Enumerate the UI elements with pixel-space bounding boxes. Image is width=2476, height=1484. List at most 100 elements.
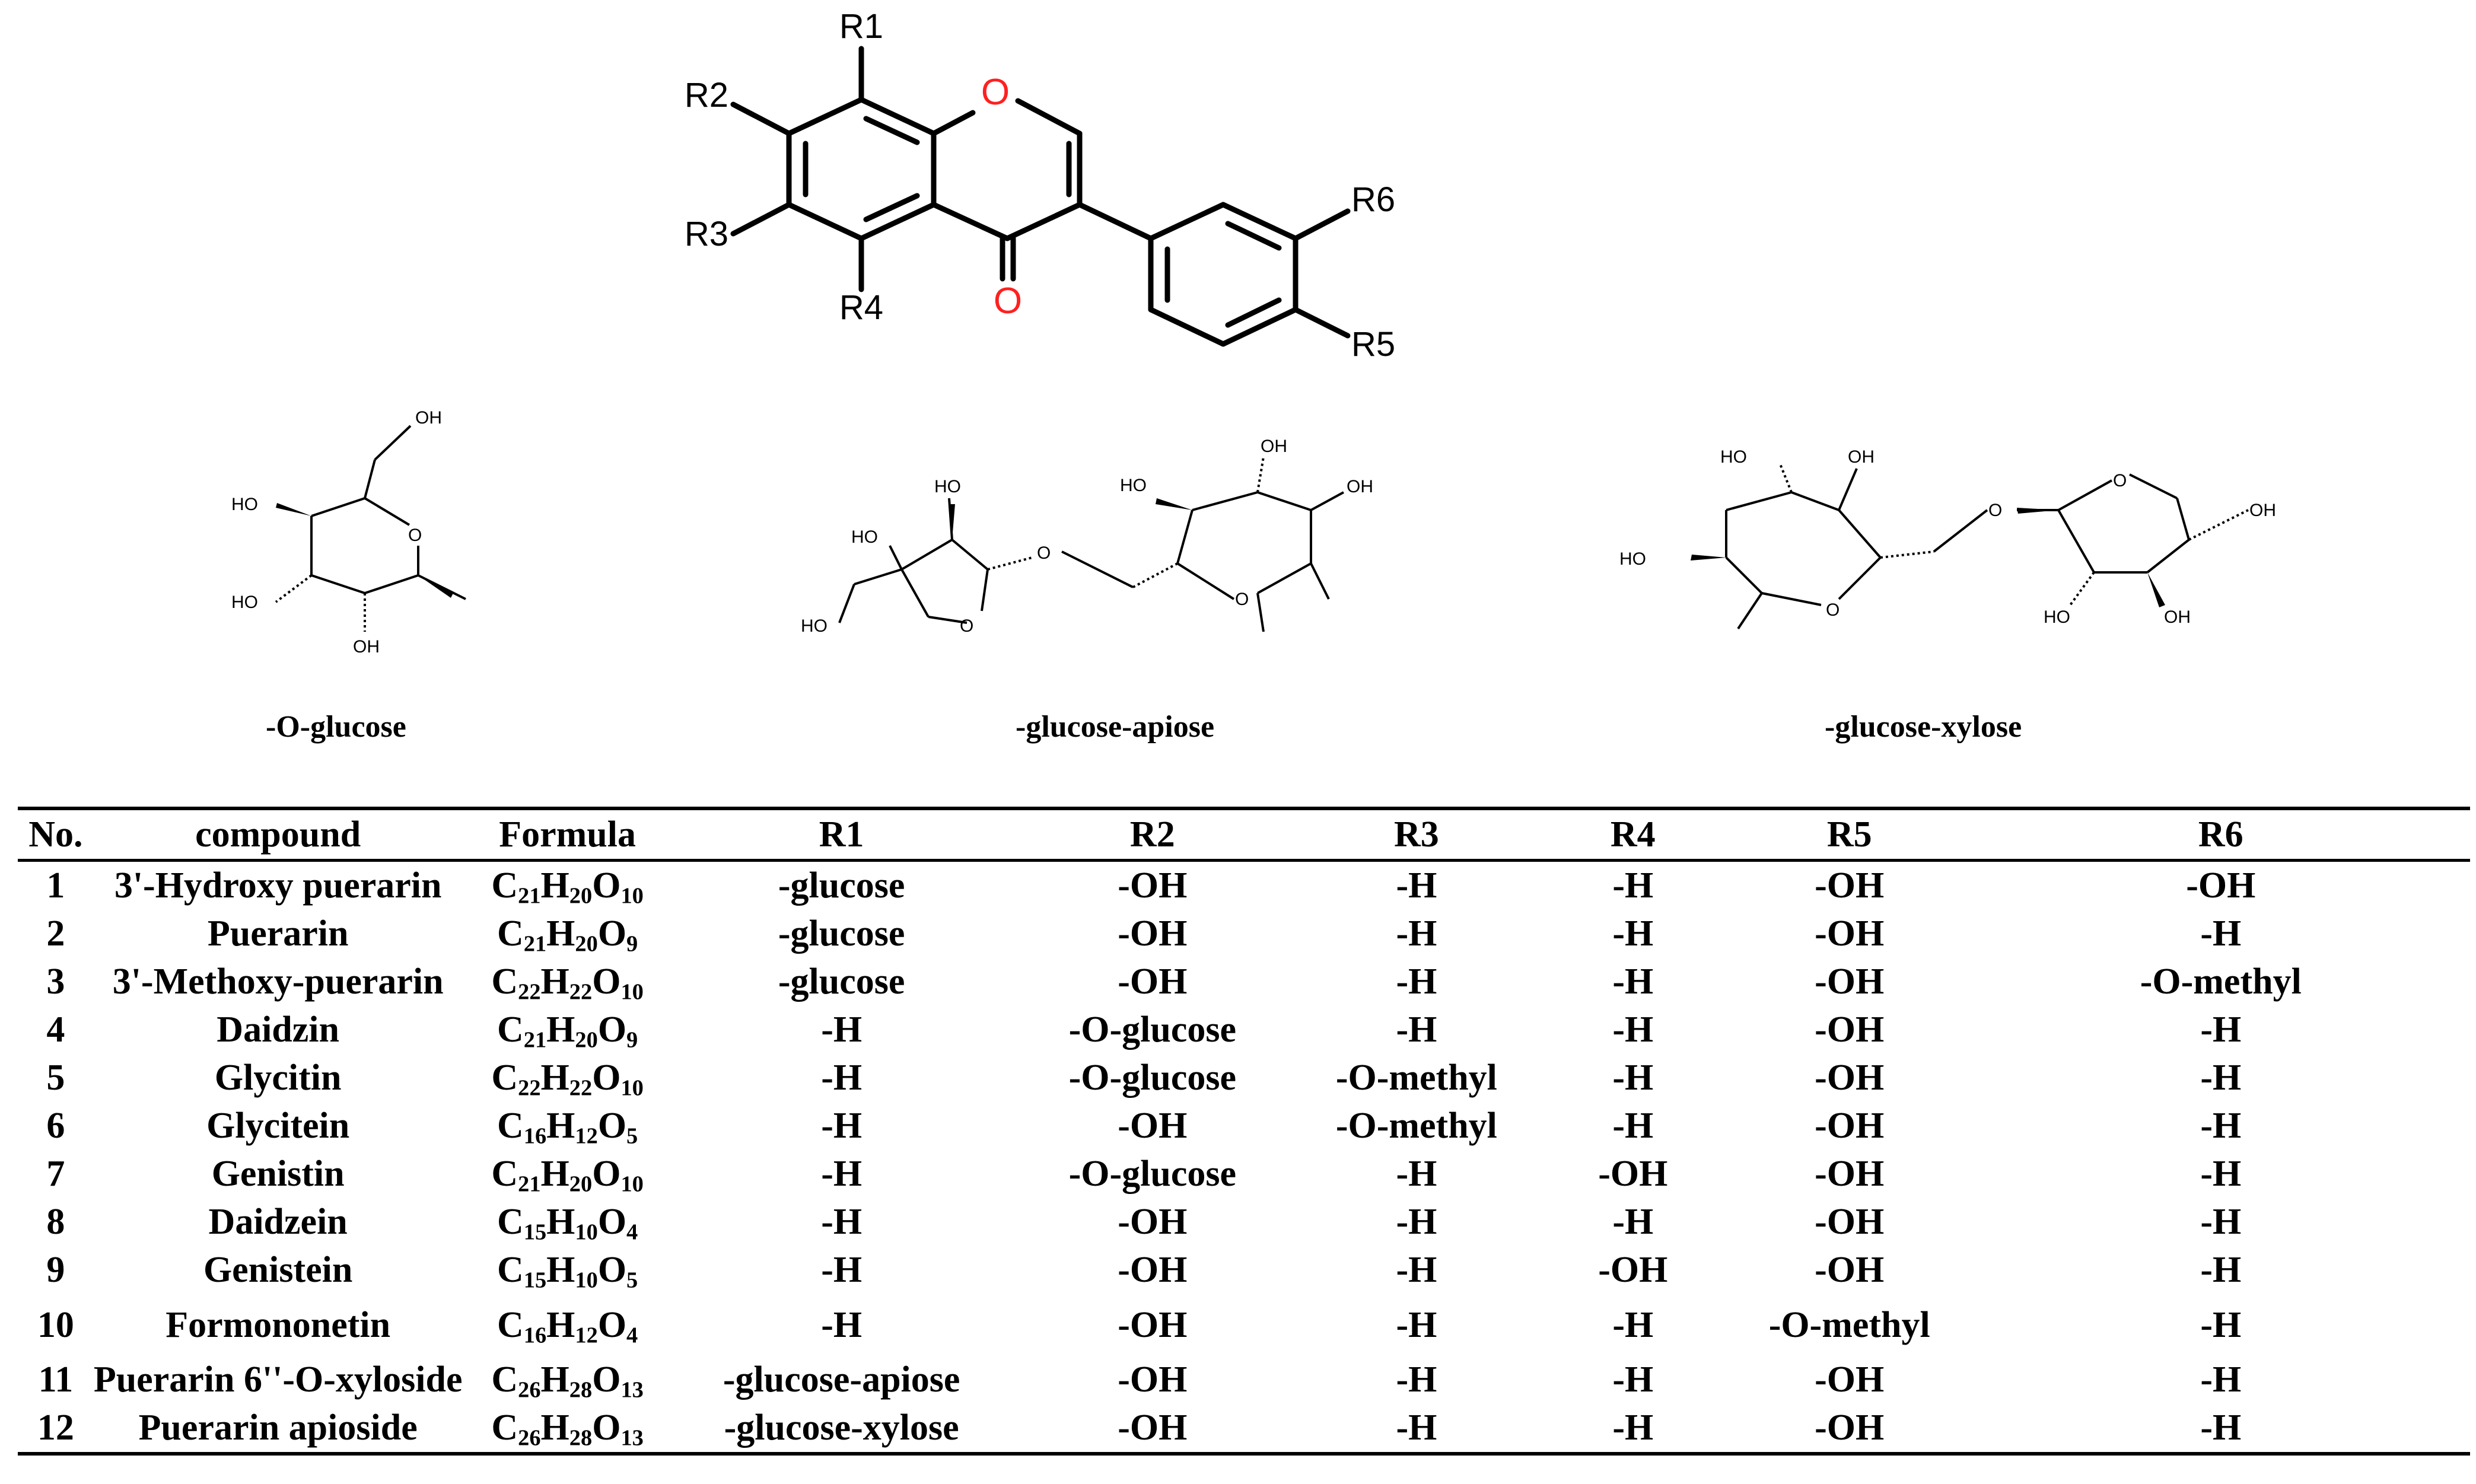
formula-subscript: 4 (626, 1323, 638, 1348)
cell-compound: 3'-Methoxy-puerarin (112, 961, 444, 1002)
formula-subscript: 13 (620, 1377, 644, 1403)
formula-element: H (546, 913, 575, 954)
cell-r3: -H (1396, 913, 1437, 954)
formula-subscript: 21 (518, 1171, 541, 1197)
formula-element: H (546, 1106, 575, 1146)
header-compound: compound (195, 814, 361, 855)
glucose2-ho: HO (1120, 476, 1147, 495)
compound-table-container: No. compound Formula R1 R2 R3 R4 R5 R6 1… (18, 807, 2470, 1456)
cell-compound: Formononetin (166, 1304, 391, 1345)
cell-r2: -OH (1118, 961, 1188, 1002)
isoflavone-core-structure: R1 R2 R3 R4 R6 R5 O O (685, 7, 1395, 364)
cell-no: 8 (46, 1202, 65, 1242)
formula-subscript: 22 (569, 1075, 593, 1101)
table-header-row: No. compound Formula R1 R2 R3 R4 R5 R6 (18, 808, 2470, 861)
cell-r6: -OH (2186, 865, 2256, 906)
formula-subscript: 21 (523, 1027, 547, 1053)
cell-r1: -H (821, 1154, 863, 1194)
cell-r4: -H (1612, 865, 1654, 906)
cell-r6: -H (2200, 1154, 2242, 1194)
apiose-ho-top: HO (934, 477, 961, 496)
cell-r5: -OH (1815, 1250, 1885, 1290)
cell-r2: -O-glucose (1068, 1009, 1237, 1050)
apiose-ring-o: O (960, 616, 973, 636)
formula-element: C (491, 865, 518, 906)
formula-element: O (592, 1359, 621, 1400)
glucose2-oh-right: OH (1347, 477, 1373, 496)
cell-formula: C21H20O9 (463, 910, 673, 958)
formula-subscript: 16 (523, 1323, 547, 1348)
cell-formula: C15H10O4 (463, 1198, 673, 1246)
cell-formula: C22H22O10 (463, 958, 673, 1006)
formula-element: C (497, 1009, 524, 1050)
header-r2: R2 (1129, 814, 1175, 855)
cell-r3: -H (1396, 1359, 1437, 1400)
cell-r1: -H (821, 1009, 863, 1050)
glucose2-ring-o: O (1235, 590, 1249, 609)
cell-r5: -OH (1815, 1009, 1885, 1050)
cell-r5: -OH (1815, 1154, 1885, 1194)
cell-r5: -OH (1815, 961, 1885, 1002)
cell-r3: -H (1396, 1154, 1437, 1194)
formula-element: O (597, 1304, 627, 1345)
glucose-xylose-structure: HO OH HO O O O OH HO OH (1619, 447, 2276, 630)
formula-element: C (491, 1407, 518, 1448)
formula-subscript: 28 (569, 1377, 593, 1403)
formula-subscript: 26 (518, 1377, 541, 1403)
cell-no: 5 (46, 1058, 65, 1098)
cell-r2: -O-glucose (1068, 1058, 1237, 1098)
cell-no: 1 (46, 865, 65, 906)
formula-element: H (540, 961, 569, 1002)
formula-element: C (491, 961, 518, 1002)
cell-r5: -OH (1815, 865, 1885, 906)
formula-element: C (497, 1250, 524, 1290)
cell-r2: -O-glucose (1068, 1154, 1237, 1194)
cell-r1: -glucose (778, 865, 905, 906)
formula-element: O (592, 961, 621, 1002)
cell-r6: -H (2200, 1250, 2242, 1290)
formula-subscript: 9 (626, 931, 638, 957)
header-r6: R6 (2198, 814, 2243, 855)
cell-compound: Daidzin (217, 1009, 340, 1050)
cell-r1: -glucose (778, 961, 905, 1002)
cell-r6: -H (2200, 1359, 2242, 1400)
cell-r2: -OH (1118, 1407, 1188, 1448)
formula-subscript: 10 (620, 1171, 644, 1197)
cell-formula: C21H20O9 (463, 1006, 673, 1054)
xylose-glc-ho-top: HO (1720, 447, 1747, 467)
formula-element: H (540, 1359, 569, 1400)
r4-label: R4 (839, 288, 883, 327)
formula-element: O (592, 1154, 621, 1194)
formula-element: C (497, 1106, 524, 1146)
r1-label: R1 (839, 7, 883, 46)
formula-subscript: 22 (518, 979, 541, 1005)
xylose-glc-ho-left: HO (1619, 549, 1646, 569)
cell-r6: -H (2200, 1304, 2242, 1345)
glucose-xylose-caption: -glucose-xylose (1825, 710, 2022, 744)
cell-formula: C21H20O10 (463, 1150, 673, 1198)
formula-subscript: 21 (523, 931, 547, 957)
cell-r6: -H (2200, 1407, 2242, 1448)
cell-r6: -H (2200, 1106, 2242, 1146)
formula-element: O (592, 1407, 621, 1448)
apiose-ho-bottom: HO (801, 616, 828, 636)
cell-r3: -H (1396, 865, 1437, 906)
formula-subscript: 12 (575, 1123, 598, 1149)
cell-r1: -H (821, 1202, 863, 1242)
cell-no: 10 (37, 1304, 74, 1345)
glucose-apiose-structure: HO HO HO O O HO OH OH O (801, 437, 1373, 636)
formula-element: H (540, 865, 569, 906)
formula-element: H (546, 1202, 575, 1242)
xylose-oh-right: OH (2249, 501, 2276, 520)
glucose-ho-bottom-left: HO (231, 593, 258, 612)
cell-r1: -H (821, 1304, 863, 1345)
cell-compound: Glycitin (214, 1058, 342, 1098)
apiose-ho-left: HO (851, 527, 878, 547)
